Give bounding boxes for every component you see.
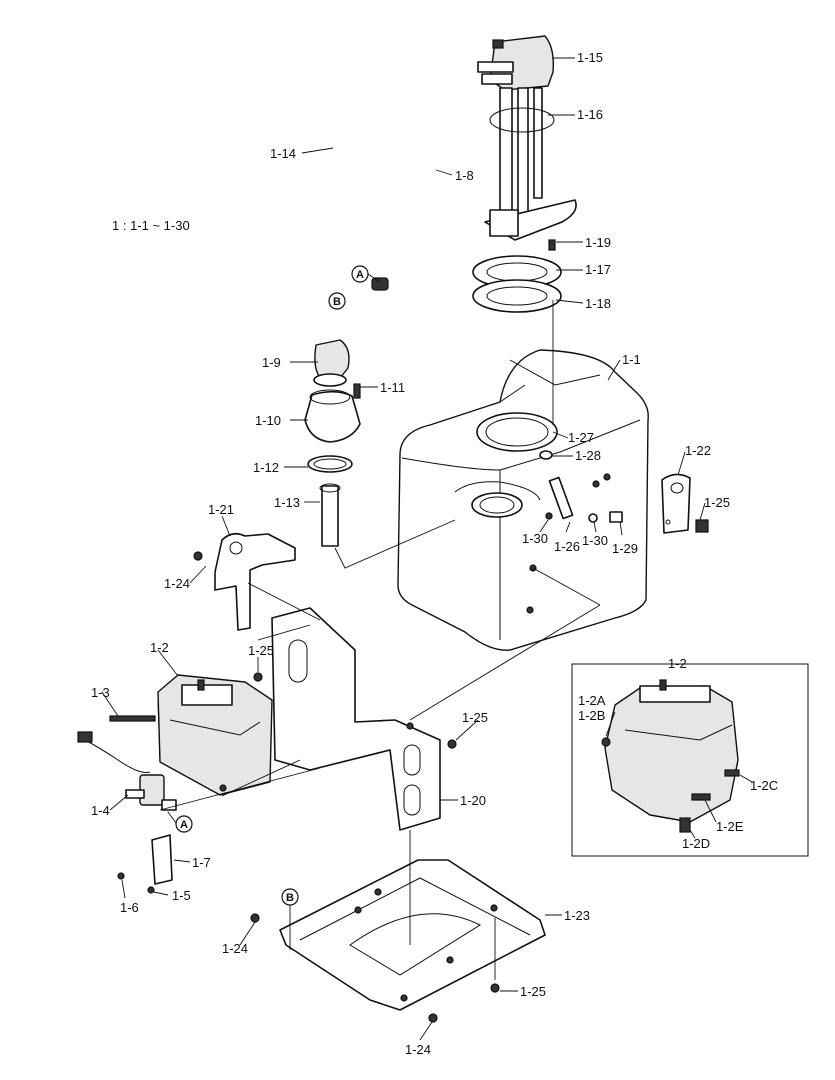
callout-1-29: 1-29 <box>612 541 638 556</box>
hose-assemblies <box>331 84 483 291</box>
callout-1-9: 1-9 <box>262 355 281 370</box>
callout-1-24-frame: 1-24 <box>222 941 248 956</box>
connector-b-top <box>328 292 346 310</box>
callout-1-16: 1-16 <box>577 107 603 122</box>
svg-text:A: A <box>180 819 188 831</box>
detail-inset: 1-2 1-2A 1-2B 1-2C 1-2E 1-2D <box>571 656 809 857</box>
dosing-valve-1-4 <box>77 731 177 894</box>
bracket-1-22 <box>661 473 709 534</box>
inset-label-1-2a: 1-2A <box>578 693 606 708</box>
callout-1-25-tank: 1-25 <box>704 495 730 510</box>
callout-1-23: 1-23 <box>564 908 590 923</box>
callout-1-14: 1-14 <box>270 146 296 161</box>
mounting-plate-1-20 <box>253 607 457 831</box>
callout-1-8: 1-8 <box>455 168 474 183</box>
svg-text:A: A <box>356 269 364 281</box>
tank-sensor-parts <box>539 450 623 523</box>
callout-1-4: 1-4 <box>91 803 110 818</box>
callout-1-26: 1-26 <box>554 539 580 554</box>
callout-1-27: 1-27 <box>568 430 594 445</box>
callout-1-1: 1-1 <box>622 352 641 367</box>
connector-a-lower <box>175 815 193 833</box>
callout-1-24-lower: 1-24 <box>405 1042 431 1057</box>
supply-module-1-2 <box>109 674 273 796</box>
callout-1-28: 1-28 <box>575 448 601 463</box>
inset-label-1-2e: 1-2E <box>716 819 744 834</box>
callout-1-12: 1-12 <box>253 460 279 475</box>
inset-title: 1-2 <box>668 656 687 671</box>
svg-text:B: B <box>286 892 294 904</box>
callout-1-30-right: 1-30 <box>582 533 608 548</box>
assembly-guidelines <box>159 567 601 811</box>
callout-1-3: 1-3 <box>91 685 110 700</box>
range-note: 1 : 1-1 ~ 1-30 <box>112 218 190 233</box>
callout-1-17: 1-17 <box>585 262 611 277</box>
callout-1-20: 1-20 <box>460 793 486 808</box>
urea-tank <box>397 349 649 651</box>
callout-1-11: 1-11 <box>380 380 405 395</box>
callout-1-24-upper: 1-24 <box>164 576 190 591</box>
filler-neck-assembly <box>304 339 456 569</box>
callout-1-19: 1-19 <box>585 235 611 250</box>
callout-labels: 1-15 1-16 1-14 1-8 1-19 1-17 1-18 1-9 1-… <box>91 50 730 1057</box>
connector-a-top <box>351 265 369 283</box>
callout-1-30-left: 1-30 <box>522 531 548 546</box>
callout-1-7: 1-7 <box>192 855 211 870</box>
flange-gaskets <box>472 239 562 425</box>
inset-label-1-2b: 1-2B <box>578 708 605 723</box>
inset-label-1-2d: 1-2D <box>682 836 710 851</box>
callout-1-25-right: 1-25 <box>462 710 488 725</box>
connector-b-lower <box>281 888 299 906</box>
callout-1-21: 1-21 <box>208 502 234 517</box>
level-sender-unit <box>477 35 577 241</box>
callout-1-15: 1-15 <box>577 50 603 65</box>
base-frame-1-23 <box>250 830 546 1023</box>
inset-label-1-2c: 1-2C <box>750 778 778 793</box>
bracket-1-21 <box>193 532 296 631</box>
callout-1-18: 1-18 <box>585 296 611 311</box>
connector-markers: A B A B <box>167 265 381 906</box>
callout-1-2: 1-2 <box>150 640 169 655</box>
callout-1-6: 1-6 <box>120 900 139 915</box>
callout-1-5: 1-5 <box>172 888 191 903</box>
callout-leaders <box>101 57 706 1041</box>
callout-1-25-plate: 1-25 <box>248 643 274 658</box>
callout-1-10: 1-10 <box>255 413 281 428</box>
callout-1-25-frame: 1-25 <box>520 984 546 999</box>
callout-1-22: 1-22 <box>685 443 711 458</box>
svg-text:B: B <box>333 296 341 308</box>
callout-1-13: 1-13 <box>274 495 300 510</box>
